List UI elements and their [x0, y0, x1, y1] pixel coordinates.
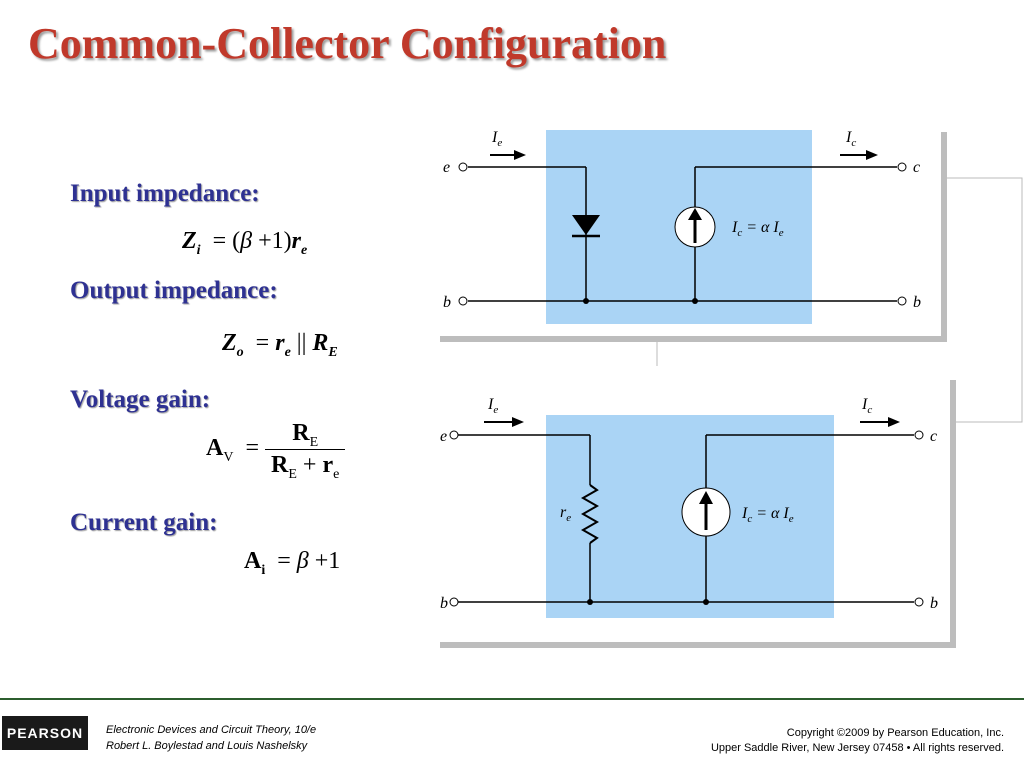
- circuit-diagrams: e c b b Ie Ic Ic = α Ie: [434, 126, 1023, 648]
- eq-symbol: r: [291, 228, 301, 254]
- node-label: b: [440, 595, 448, 612]
- current-label: Ie: [491, 129, 502, 149]
- input-impedance-equation: Zi = (β +1)re: [182, 228, 308, 258]
- page-title: Common-Collector Configuration: [28, 19, 667, 68]
- publisher-logo: PEARSON: [2, 716, 88, 750]
- output-impedance-heading: Output impedance:: [70, 277, 278, 304]
- book-info: Electronic Devices and Circuit Theory, 1…: [106, 722, 316, 754]
- source-label: Ic = α Ie: [731, 219, 784, 239]
- eq-operator: ): [283, 228, 292, 254]
- eq-number: 1: [271, 228, 284, 254]
- node-label: b: [930, 595, 938, 612]
- resistor-icon: [580, 484, 600, 544]
- footer-divider: [0, 698, 1024, 700]
- eq-symbol: Z: [182, 228, 197, 254]
- node-label: b: [443, 294, 451, 311]
- eq-subscript: e: [300, 243, 308, 258]
- current-gain-heading: Current gain:: [70, 509, 218, 536]
- eq-symbol: Z: [222, 330, 237, 356]
- arrow-right-icon: [866, 150, 878, 160]
- copyright-line: Copyright ©2009 by Pearson Education, In…: [786, 727, 1004, 739]
- eq-subscript: i: [261, 563, 266, 578]
- terminal-icon: [897, 162, 907, 172]
- eq-operator: ||: [296, 330, 307, 356]
- book-title: Electronic Devices and Circuit Theory, 1…: [106, 724, 317, 736]
- junction-dot: [692, 298, 698, 304]
- source-label: Ic = α Ie: [741, 505, 794, 525]
- eq-operator: (: [232, 228, 241, 254]
- junction-dot: [703, 599, 709, 605]
- eq-denominator: RE + re: [271, 452, 340, 482]
- eq-subscript: E: [328, 345, 338, 360]
- arrow-right-icon: [512, 417, 524, 427]
- voltage-gain-heading: Voltage gain:: [70, 386, 211, 413]
- eq-fraction: RE RE + re: [265, 420, 346, 482]
- terminal-icon: [449, 430, 459, 440]
- node-label: c: [930, 428, 937, 445]
- arrow-right-icon: [514, 150, 526, 160]
- eq-operator: +: [314, 548, 329, 574]
- copyright-info: Copyright ©2009 by Pearson Education, In…: [711, 726, 1004, 756]
- junction-dot: [583, 298, 589, 304]
- eq-symbol: β: [240, 228, 253, 254]
- eq-number: 1: [328, 548, 341, 574]
- node-label: b: [913, 294, 921, 311]
- terminal-icon: [914, 597, 924, 607]
- eq-subscript: i: [196, 243, 201, 258]
- current-label: Ic: [861, 396, 872, 416]
- eq-subscript: o: [236, 345, 244, 360]
- eq-operator: =: [255, 330, 270, 356]
- eq-symbol: r: [275, 330, 285, 356]
- bracket-line: [945, 177, 1023, 423]
- eq-operator: =: [277, 548, 291, 574]
- eq-operator: =: [212, 228, 227, 254]
- eq-numerator: RE: [265, 420, 346, 450]
- diagram-top: e c b b Ie Ic Ic = α Ie: [434, 126, 947, 342]
- current-gain-equation: Ai = β +1: [244, 548, 341, 578]
- terminal-icon: [458, 162, 468, 172]
- input-impedance-heading: Input impedance:: [70, 180, 260, 207]
- eq-symbol: R: [312, 330, 329, 356]
- node-label: e: [440, 428, 447, 445]
- terminal-icon: [449, 597, 459, 607]
- eq-subscript: e: [284, 345, 291, 360]
- arrow-right-icon: [888, 417, 900, 427]
- junction-dot: [587, 599, 593, 605]
- eq-operator: +: [258, 228, 272, 254]
- eq-subscript: V: [223, 450, 234, 466]
- resistor-label: re: [560, 504, 571, 524]
- eq-operator: =: [245, 435, 260, 462]
- address-line: Upper Saddle River, New Jersey 07458 • A…: [710, 742, 1004, 754]
- diode-icon: [572, 215, 600, 235]
- eq-symbol: β: [296, 548, 309, 574]
- eq-symbol: A: [206, 435, 224, 462]
- current-label: Ic: [845, 129, 856, 149]
- current-label: Ie: [487, 396, 498, 416]
- diagram-bottom: e c b b Ie Ic re Ic = α Ie: [434, 374, 956, 648]
- terminal-icon: [458, 296, 468, 306]
- terminal-icon: [897, 296, 907, 306]
- node-label: e: [443, 159, 450, 176]
- output-impedance-equation: Zo = re || RE: [222, 330, 338, 360]
- node-label: c: [913, 159, 920, 176]
- eq-symbol: A: [244, 548, 262, 574]
- book-authors: Robert L. Boylestad and Louis Nashelsky: [106, 740, 308, 752]
- voltage-gain-equation: AV = RE RE + re: [206, 420, 346, 482]
- terminal-icon: [914, 430, 924, 440]
